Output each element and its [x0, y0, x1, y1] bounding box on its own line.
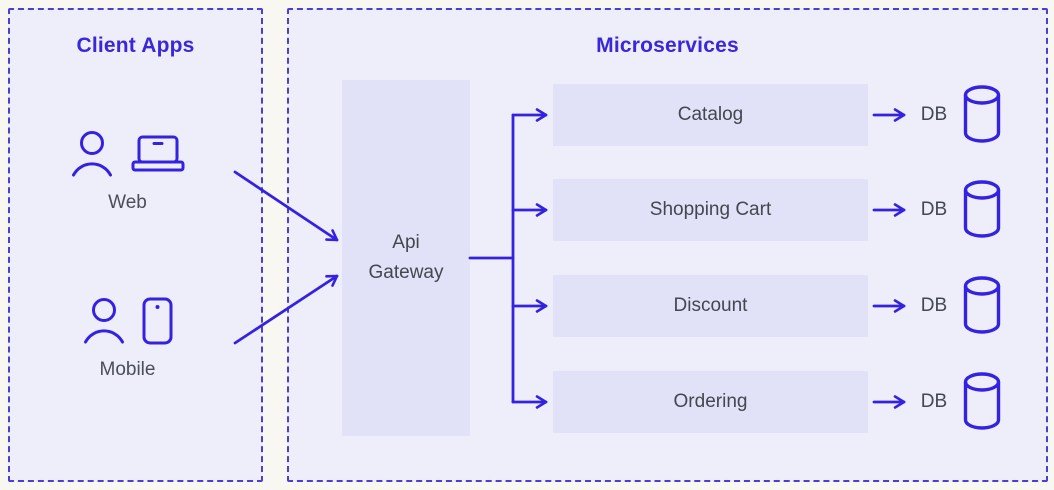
database-icon: [961, 84, 1003, 144]
person-icon: [82, 296, 126, 346]
db-label: DB: [920, 391, 948, 412]
laptop-icon: [130, 134, 186, 174]
client-web-group: Web: [0, 128, 255, 214]
service-box-catalog: Catalog: [553, 84, 868, 146]
service-box-ordering: Ordering: [553, 371, 868, 433]
database-icon: [961, 179, 1003, 239]
smartphone-icon: [142, 297, 173, 345]
database-icon: [961, 275, 1003, 335]
client-mobile-group: Mobile: [0, 295, 255, 381]
service-box-shopping-cart: Shopping Cart: [553, 179, 868, 241]
service-label: Ordering: [673, 391, 748, 412]
client-apps-title: Client Apps: [76, 34, 195, 57]
service-label: Shopping Cart: [649, 199, 772, 220]
database-icon: [961, 371, 1003, 431]
mobile-label: Mobile: [99, 359, 156, 380]
service-label: Catalog: [677, 104, 744, 125]
person-icon: [70, 129, 114, 179]
web-icon-row: [70, 128, 186, 180]
web-label: Web: [108, 192, 147, 213]
api-gateway-label-line1: Api: [392, 232, 420, 253]
service-label: Discount: [673, 295, 748, 316]
client-apps-panel: Client Apps: [8, 8, 263, 482]
db-label: DB: [920, 199, 948, 220]
db-label: DB: [920, 295, 948, 316]
service-box-discount: Discount: [553, 275, 868, 337]
microservices-title: Microservices: [596, 34, 739, 57]
mobile-icon-row: [82, 295, 173, 347]
db-label: DB: [920, 104, 948, 125]
api-gateway-box: Api Gateway: [342, 80, 470, 436]
api-gateway-label-line2: Gateway: [368, 262, 444, 283]
